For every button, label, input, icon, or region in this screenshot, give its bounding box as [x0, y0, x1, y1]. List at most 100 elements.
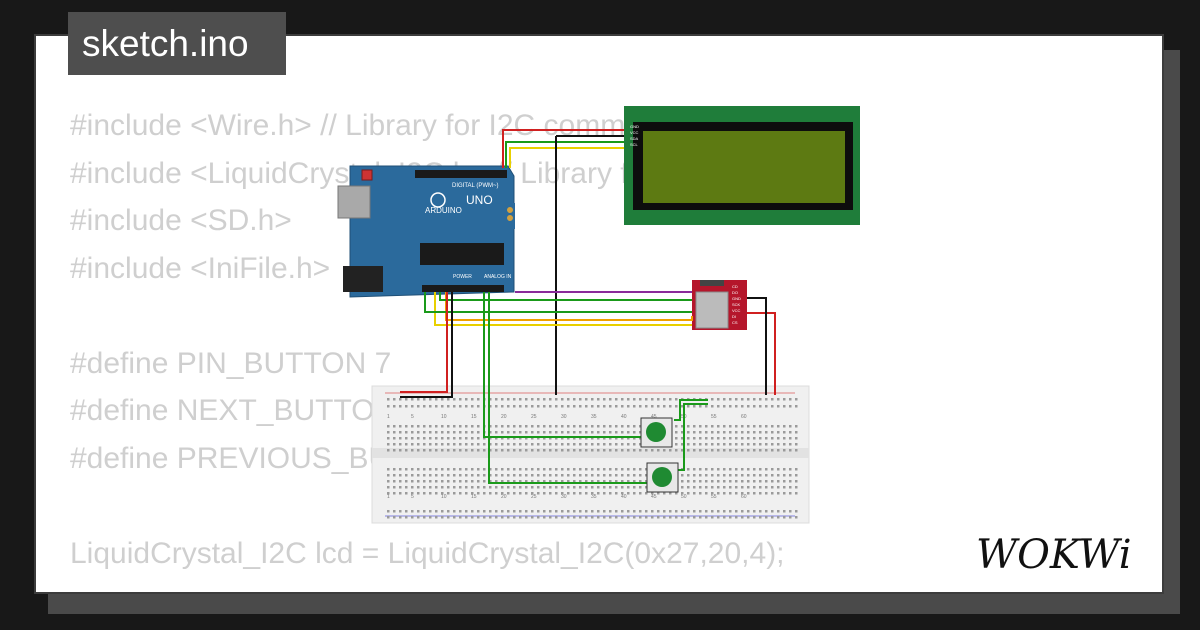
breadboard-hole — [615, 443, 618, 446]
breadboard-hole — [405, 516, 408, 519]
breadboard-hole — [495, 492, 498, 495]
breadboard-hole — [783, 443, 786, 446]
breadboard-hole — [585, 474, 588, 477]
breadboard-hole — [735, 431, 738, 434]
lcd-2004-i2c[interactable]: GND VCC SDA SCL — [624, 106, 860, 225]
breadboard-hole — [435, 480, 438, 483]
breadboard-hole — [573, 405, 576, 408]
breadboard-hole — [627, 486, 630, 489]
breadboard-hole — [711, 431, 714, 434]
breadboard-hole — [399, 405, 402, 408]
breadboard-hole — [603, 480, 606, 483]
breadboard-hole — [717, 405, 720, 408]
breadboard-hole — [681, 405, 684, 408]
breadboard-hole — [597, 516, 600, 519]
breadboard-column-number: 20 — [501, 494, 507, 500]
breadboard-hole — [591, 510, 594, 513]
breadboard-hole — [795, 474, 798, 477]
breadboard-hole — [573, 437, 576, 440]
breadboard-hole — [477, 437, 480, 440]
breadboard-hole — [447, 492, 450, 495]
breadboard-hole — [429, 510, 432, 513]
reset-button[interactable] — [361, 169, 373, 181]
breadboard-hole — [717, 516, 720, 519]
breadboard-hole — [705, 510, 708, 513]
breadboard-hole — [705, 449, 708, 452]
pushbutton-2[interactable] — [646, 462, 679, 493]
breadboard-hole — [417, 431, 420, 434]
breadboard-column-number: 60 — [741, 414, 747, 420]
breadboard-hole — [507, 510, 510, 513]
breadboard-hole — [525, 474, 528, 477]
project-card[interactable]: #include <Wire.h> // Library for I2C com… — [34, 34, 1164, 594]
breadboard-hole — [393, 492, 396, 495]
breadboard-hole — [795, 468, 798, 471]
breadboard-hole — [429, 443, 432, 446]
breadboard-hole — [633, 480, 636, 483]
breadboard-hole — [747, 510, 750, 513]
breadboard-hole — [501, 398, 504, 401]
breadboard-hole — [681, 480, 684, 483]
breadboard-hole — [513, 431, 516, 434]
breadboard-hole — [597, 425, 600, 428]
breadboard-hole — [669, 398, 672, 401]
breadboard-hole — [639, 474, 642, 477]
breadboard-hole — [603, 468, 606, 471]
breadboard-hole — [753, 492, 756, 495]
breadboard-hole — [453, 405, 456, 408]
breadboard-hole — [693, 468, 696, 471]
sd-pin-di: DI — [732, 314, 736, 319]
arduino-uno[interactable]: DIGITAL (PWM~) ARDUINO UNO POWER ANALOG … — [337, 165, 515, 298]
breadboard-hole — [693, 516, 696, 519]
breadboard-hole — [405, 492, 408, 495]
breadboard-hole — [411, 474, 414, 477]
breadboard-hole — [387, 443, 390, 446]
breadboard-hole — [477, 431, 480, 434]
breadboard-hole — [411, 480, 414, 483]
sd-card-module[interactable]: CD DO GND SCK VCC DI CS — [692, 280, 747, 330]
breadboard-hole — [465, 398, 468, 401]
usb-port — [337, 185, 371, 219]
breadboard-hole — [561, 480, 564, 483]
breadboard-hole — [585, 398, 588, 401]
breadboard-hole — [669, 510, 672, 513]
wokwi-logo-text: WOKWi — [976, 532, 1132, 578]
breadboard-hole — [579, 425, 582, 428]
breadboard-hole — [633, 516, 636, 519]
breadboard-hole — [549, 449, 552, 452]
breadboard-hole — [465, 443, 468, 446]
breadboard-hole — [735, 449, 738, 452]
breadboard-hole — [735, 492, 738, 495]
breadboard-hole — [561, 474, 564, 477]
breadboard-hole — [615, 510, 618, 513]
breadboard-hole — [777, 510, 780, 513]
breadboard-hole — [519, 405, 522, 408]
breadboard-hole — [513, 510, 516, 513]
breadboard-hole — [387, 431, 390, 434]
breadboard-hole — [489, 468, 492, 471]
breadboard-hole — [441, 474, 444, 477]
breadboard-hole — [777, 474, 780, 477]
breadboard-hole — [429, 431, 432, 434]
breadboard-hole — [693, 510, 696, 513]
breadboard-hole — [699, 431, 702, 434]
breadboard-column-number: 5 — [411, 494, 414, 500]
breadboard-hole — [465, 480, 468, 483]
breadboard-hole — [513, 480, 516, 483]
breadboard-hole — [549, 492, 552, 495]
breadboard-hole — [687, 437, 690, 440]
breadboard-hole — [747, 474, 750, 477]
breadboard-hole — [555, 405, 558, 408]
breadboard-hole — [393, 443, 396, 446]
breadboard-hole — [423, 486, 426, 489]
breadboard-hole — [639, 510, 642, 513]
breadboard-hole — [531, 492, 534, 495]
file-tab[interactable]: sketch.ino — [68, 12, 286, 75]
breadboard-hole — [441, 492, 444, 495]
breadboard-hole — [441, 486, 444, 489]
pushbutton-1[interactable] — [640, 417, 673, 448]
breadboard-hole — [705, 405, 708, 408]
breadboard-hole — [525, 492, 528, 495]
breadboard-hole — [735, 468, 738, 471]
breadboard-hole — [771, 443, 774, 446]
